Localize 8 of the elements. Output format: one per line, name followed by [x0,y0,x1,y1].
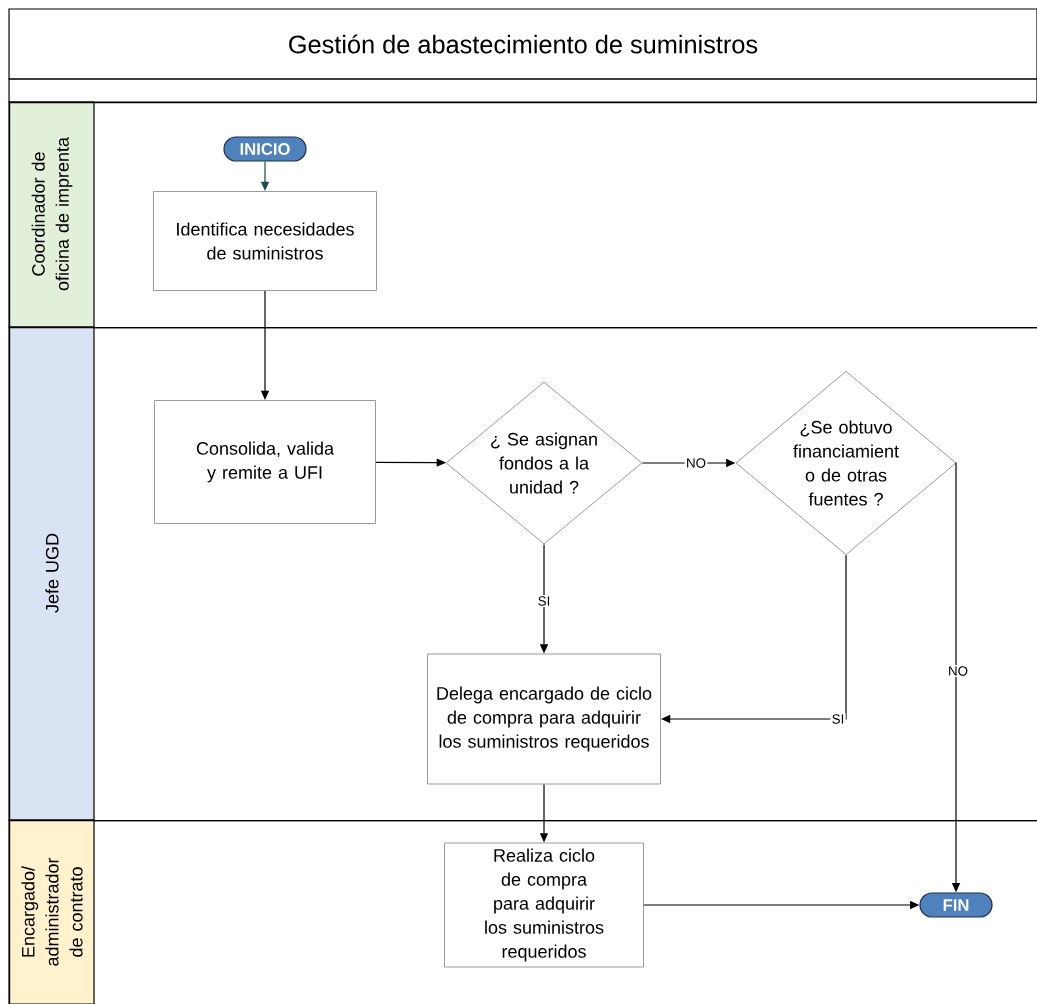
title-band: Gestión de abastecimiento de suministros [8,8,1037,80]
process-box: Identifica necesidades de suministros [153,191,377,291]
process-box: Consolida, valida y remite a UFI [154,400,376,524]
arrow [375,458,446,467]
process-box: Delega encargado de ciclo de compra para adquirir los suministros requeridos [427,653,661,785]
terminator: INICIO [223,136,307,162]
terminator: FIN [919,892,993,918]
process-box: Realiza ciclo de compra para adquirir los suministros requeridos [444,842,644,968]
